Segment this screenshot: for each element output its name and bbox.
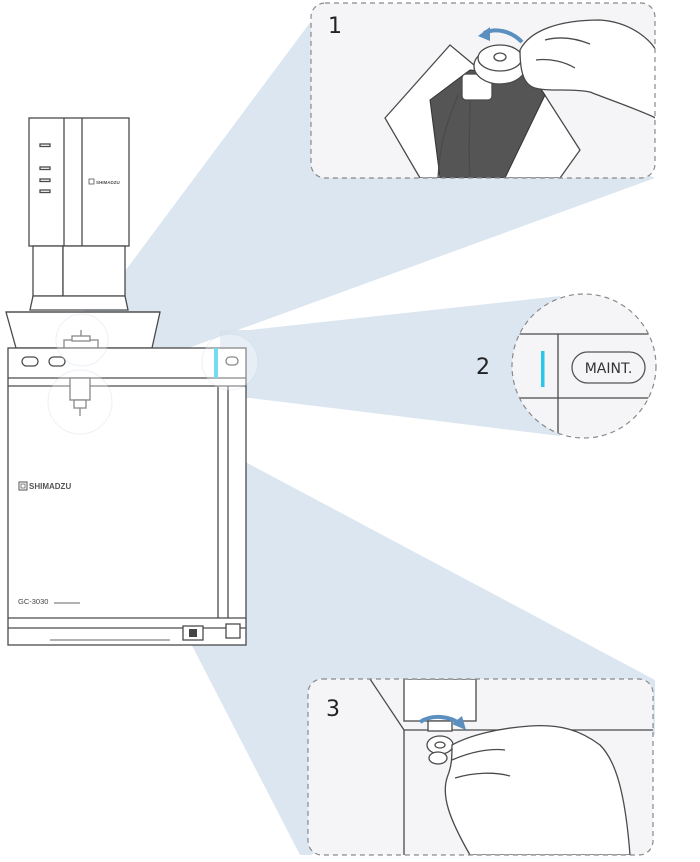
front-slot-right — [225, 356, 239, 366]
front-slot-left — [21, 356, 39, 367]
highlight-area-1 — [55, 313, 109, 367]
main-body — [7, 347, 247, 646]
maint-button-label: MAINT. — [585, 361, 633, 377]
callout-3-number: 3 — [326, 697, 340, 722]
vent-fitting — [426, 735, 454, 755]
gc-instrument: SHIMADZU — [5, 117, 247, 646]
callout-1: 1 — [310, 2, 656, 179]
highlight-area-2 — [201, 333, 259, 391]
beam-2 — [220, 296, 560, 436]
vent-block — [403, 679, 477, 722]
highlight-area-3 — [47, 369, 113, 435]
callout-2-number: 2 — [476, 355, 490, 380]
body-brand: SHIMADZU — [18, 481, 71, 491]
beam-1 — [62, 20, 655, 362]
callout-2: MAINT. 2 — [476, 293, 657, 439]
maint-button — [571, 351, 646, 384]
body-brand-text: SHIMADZU — [29, 482, 71, 491]
model-label: GC-3030 — [18, 597, 48, 606]
status-indicator — [214, 348, 218, 378]
split-vent-fitting — [69, 377, 91, 416]
front-slot-mid — [48, 356, 66, 367]
septum-cavity — [429, 69, 546, 178]
tower-brand-text: SHIMADZU — [96, 180, 120, 185]
callout-3: 3 — [307, 678, 654, 856]
hand-3 — [444, 724, 631, 855]
zoom-indicator — [541, 351, 545, 387]
tower-brand-mark: SHIMADZU — [88, 178, 120, 185]
callout-1-number: 1 — [328, 14, 342, 39]
hand-1 — [519, 19, 655, 122]
